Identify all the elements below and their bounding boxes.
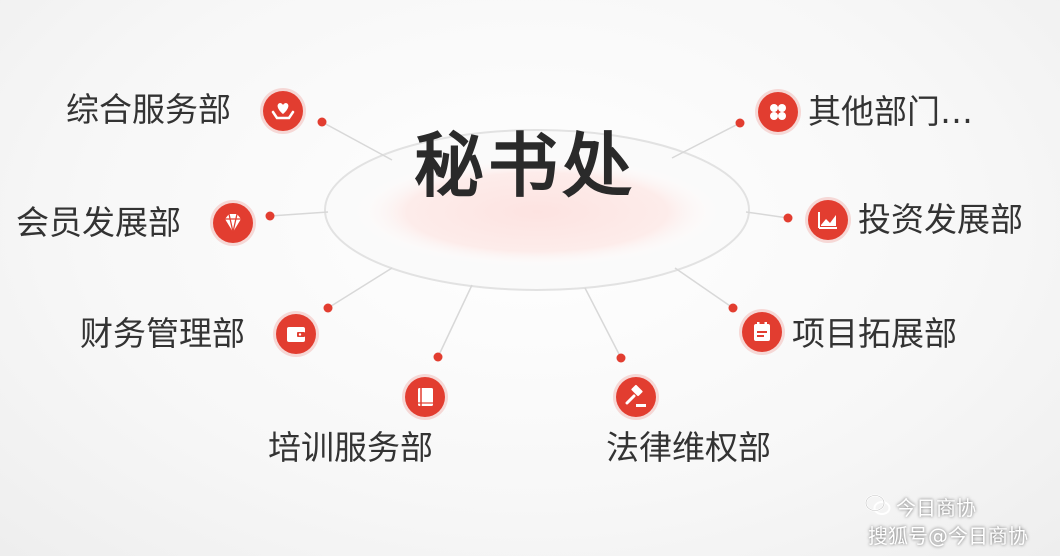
gavel-icon (616, 377, 656, 417)
hand-heart-icon (263, 91, 303, 131)
dot-projects (728, 303, 738, 313)
dot-finance (323, 303, 333, 313)
dept-investment-label: 投资发展部 (858, 200, 1023, 239)
connector-lines (269, 121, 789, 359)
center-ellipse (324, 129, 750, 291)
dot-investment (783, 213, 793, 223)
connector-dots (265, 117, 793, 363)
dept-training-label: 培训服务部 (268, 428, 433, 467)
dept-finance-label: 财务管理部 (80, 314, 245, 353)
wechat-icon (865, 494, 891, 515)
watermark-account: 今日商协 (896, 496, 976, 520)
dot-legal (616, 353, 626, 363)
dept-legal-label: 法律维权部 (606, 428, 771, 467)
book-icon (405, 377, 445, 417)
dot-others (735, 118, 745, 128)
trend-chart-icon (808, 200, 848, 240)
dot-comprehensive (317, 117, 327, 127)
wallet-icon (276, 314, 316, 354)
dot-membership (265, 211, 275, 221)
dot-training (433, 352, 443, 362)
dept-projects-label: 项目拓展部 (792, 314, 957, 353)
dept-others-label: 其他部门… (808, 92, 973, 131)
center-title: 秘书处 (414, 125, 636, 207)
diamond-icon (213, 203, 253, 243)
dept-membership-label: 会员发展部 (16, 203, 181, 242)
dept-comprehensive-label: 综合服务部 (66, 90, 231, 129)
calendar-icon (742, 312, 782, 352)
grid-icon (758, 92, 798, 132)
watermark-sohu: 搜狐号@今日商协 (868, 524, 1028, 548)
